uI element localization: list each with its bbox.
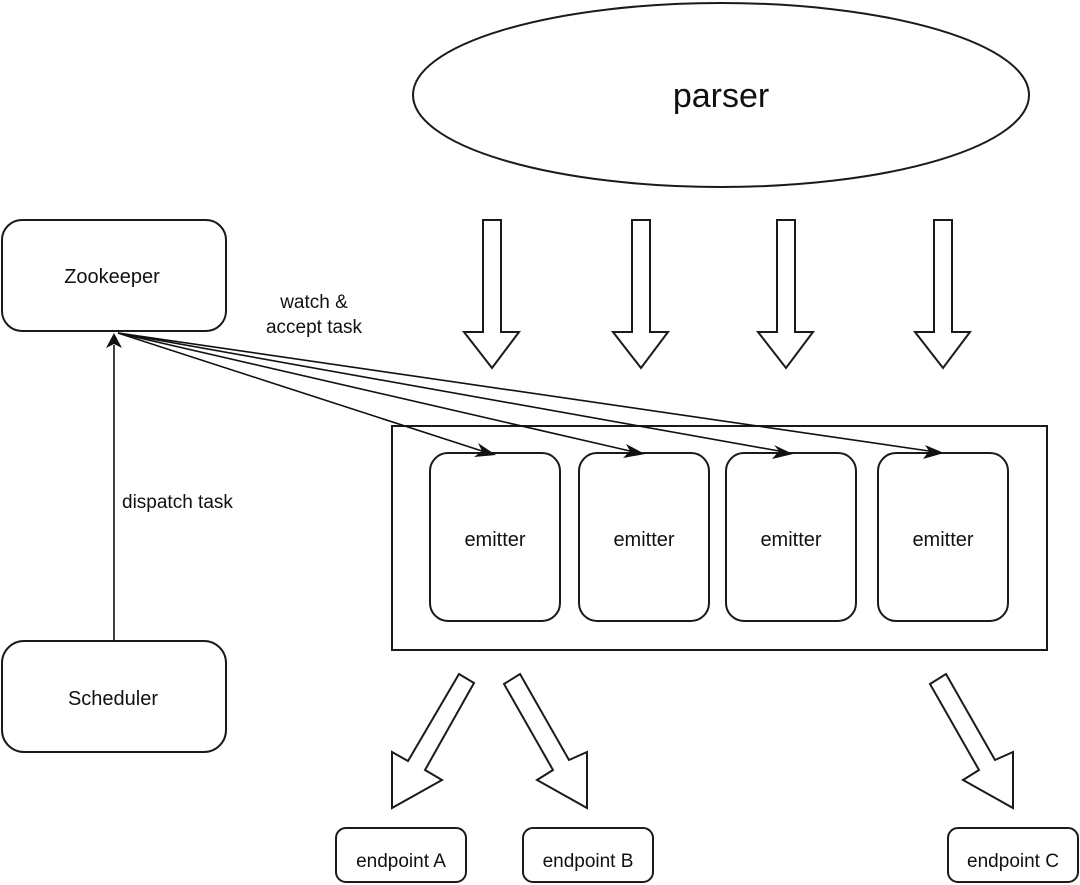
parser-label: parser (673, 77, 769, 115)
emitter-box (429, 452, 561, 622)
scheduler-label: Scheduler (68, 688, 158, 710)
zookeeper-to-emitters-edges (117, 332, 944, 459)
hollow-down-arrow-icon (912, 219, 972, 370)
endpoint-box (335, 827, 467, 883)
watch-accept-label-line1: watch & (279, 292, 348, 313)
emitter-label: emitter (760, 529, 821, 551)
hollow-down-arrow-icon (755, 219, 815, 370)
hollow-down-arrow-icon (610, 219, 670, 370)
arrowhead-icon (923, 445, 944, 459)
endpoint-label: endpoint C (967, 851, 1059, 872)
arrowhead-icon (474, 443, 496, 457)
emitter-label: emitter (613, 529, 674, 551)
emitter-node-3[interactable]: emitter (725, 452, 857, 622)
watch-edge-2 (117, 332, 631, 452)
zookeeper-label: Zookeeper (64, 266, 160, 288)
arrowhead-icon (623, 444, 645, 458)
zookeeper-node[interactable]: Zookeeper (1, 219, 227, 332)
emitter-box (578, 452, 710, 622)
hollow-diagonal-arrow-icon (391, 672, 476, 810)
emitter-label: emitter (912, 529, 973, 551)
scheduler-node[interactable]: Scheduler (1, 640, 227, 753)
endpoint-b-node[interactable]: endpoint B (522, 827, 654, 883)
endpoint-label: endpoint A (356, 851, 446, 872)
hollow-down-arrow-icon (461, 219, 521, 370)
watch-accept-label-line2: accept task (266, 317, 363, 338)
watch-edge-4 (117, 332, 930, 452)
endpoint-label: endpoint B (543, 851, 634, 872)
emitter-node-4[interactable]: emitter (877, 452, 1009, 622)
endpoint-a-node[interactable]: endpoint A (335, 827, 467, 883)
zookeeper-box (1, 219, 227, 332)
emitter-output-arrows (391, 672, 1014, 810)
hollow-diagonal-arrow-icon (928, 672, 1014, 810)
emitter-label: emitter (464, 529, 525, 551)
arrowhead-up-icon (106, 333, 122, 348)
parser-node[interactable]: parser (412, 2, 1030, 188)
arrowhead-icon (772, 445, 793, 459)
watch-edge-1 (117, 332, 483, 452)
endpoint-box (522, 827, 654, 883)
endpoint-box (947, 827, 1079, 883)
scheduler-to-zookeeper-edge: dispatch task (106, 333, 233, 641)
hollow-diagonal-arrow-icon (502, 672, 588, 810)
parser-output-arrows (461, 219, 972, 370)
dispatch-task-label: dispatch task (122, 492, 233, 513)
watch-edge-3 (117, 332, 780, 452)
emitter-node-1[interactable]: emitter (429, 452, 561, 622)
endpoint-c-node[interactable]: endpoint C (947, 827, 1079, 883)
emitter-box (725, 452, 857, 622)
parser-ellipse (412, 2, 1030, 188)
emitter-node-2[interactable]: emitter (578, 452, 710, 622)
